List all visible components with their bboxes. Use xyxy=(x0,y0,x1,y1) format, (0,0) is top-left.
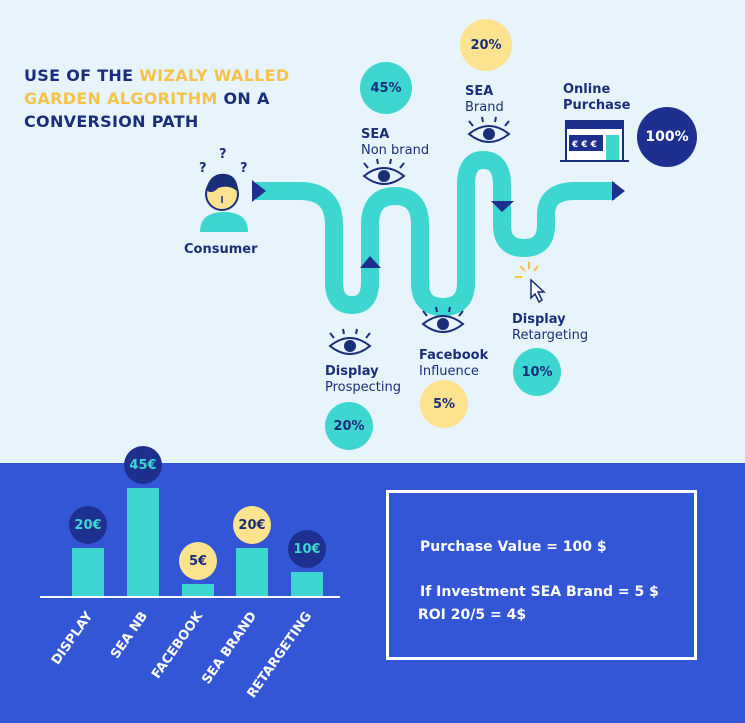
shop-icon: € € € xyxy=(560,120,629,162)
consumer-icon xyxy=(200,173,248,232)
purchase-line: Online xyxy=(563,82,611,97)
bar-value-label: 10€ xyxy=(288,530,326,568)
conversion-path: ? ? ? € € € xyxy=(199,116,629,355)
touchpoint-name: SEA xyxy=(361,127,390,142)
title-part: CONVERSION PATH xyxy=(24,112,199,131)
title-highlight: WIZALY WALLED xyxy=(139,66,290,85)
budget-panel xyxy=(0,463,745,723)
touchpoint-name: SEA xyxy=(465,84,494,99)
touchpoint-sub: Non brand xyxy=(361,143,430,158)
title-part: ON A xyxy=(217,89,270,108)
title-part: USE OF THE xyxy=(24,66,140,85)
bar-value-label: 20€ xyxy=(233,506,271,544)
end-arrow-icon xyxy=(612,181,625,201)
question-mark: ? xyxy=(199,161,207,176)
page-title: USE OF THE WIZALY WALLED GARDEN ALGORITH… xyxy=(24,64,290,133)
share-badge-sea-brand: 20% xyxy=(460,19,512,71)
bar-value-label: 45€ xyxy=(124,446,162,484)
roi-box xyxy=(386,490,697,660)
click-cursor-icon xyxy=(515,262,546,304)
question-mark: ? xyxy=(219,147,227,162)
touchpoint-label-sea-brand: SEA Brand xyxy=(465,84,504,116)
roi-investment: If Investment SEA Brand = 5 $ xyxy=(420,584,659,600)
touchpoint-label-display-retargeting: Display Retargeting xyxy=(512,312,588,344)
roi-purchase-value: Purchase Value = 100 $ xyxy=(420,539,607,555)
share-badge-display-prospecting: 20% xyxy=(325,402,373,450)
eye-icon xyxy=(328,328,372,355)
bar-value-label: 5€ xyxy=(179,542,217,580)
touchpoint-sub: Influence xyxy=(419,364,479,379)
touchpoint-name: Display xyxy=(325,364,379,379)
purchase-label: Online Purchase xyxy=(563,82,630,114)
path-line xyxy=(256,151,615,316)
touchpoint-label-display-prospecting: Display Prospecting xyxy=(325,364,401,396)
start-arrow-icon xyxy=(252,180,266,202)
consumer-label: Consumer xyxy=(184,242,258,257)
share-badge-purchase: 100% xyxy=(637,107,697,167)
question-mark: ? xyxy=(240,161,248,176)
bar-display xyxy=(72,548,104,596)
path-arrow-down-icon xyxy=(491,201,514,212)
bar-value-label: 20€ xyxy=(69,506,107,544)
touchpoint-sub: Brand xyxy=(465,100,504,115)
eye-icon xyxy=(362,158,406,185)
shop-sign: € € € xyxy=(571,140,597,150)
title-highlight: GARDEN ALGORITHM xyxy=(24,89,218,108)
touchpoint-name: Facebook xyxy=(419,348,489,363)
eye-icon xyxy=(467,116,511,143)
chart-baseline xyxy=(40,596,340,598)
path-arrow-up-icon xyxy=(360,256,381,268)
touchpoint-label-sea-nonbrand: SEA Non brand xyxy=(361,127,429,159)
share-badge-display-retargeting: 10% xyxy=(513,348,561,396)
share-badge-facebook: 5% xyxy=(420,380,468,428)
touchpoint-label-facebook: Facebook Influence xyxy=(419,348,488,380)
eye-icon xyxy=(421,306,465,333)
touchpoint-sub: Retargeting xyxy=(512,328,589,343)
roi-result: ROI 20/5 = 4$ xyxy=(418,607,527,623)
share-badge-sea-nonbrand: 45% xyxy=(360,62,412,114)
bar-sea-nb xyxy=(127,488,159,596)
bar-retargeting xyxy=(291,572,323,596)
purchase-line: Purchase xyxy=(563,98,631,113)
bar-sea-brand xyxy=(236,548,268,596)
touchpoint-sub: Prospecting xyxy=(325,380,401,395)
bar-facebook xyxy=(182,584,214,596)
touchpoint-name: Display xyxy=(512,312,566,327)
